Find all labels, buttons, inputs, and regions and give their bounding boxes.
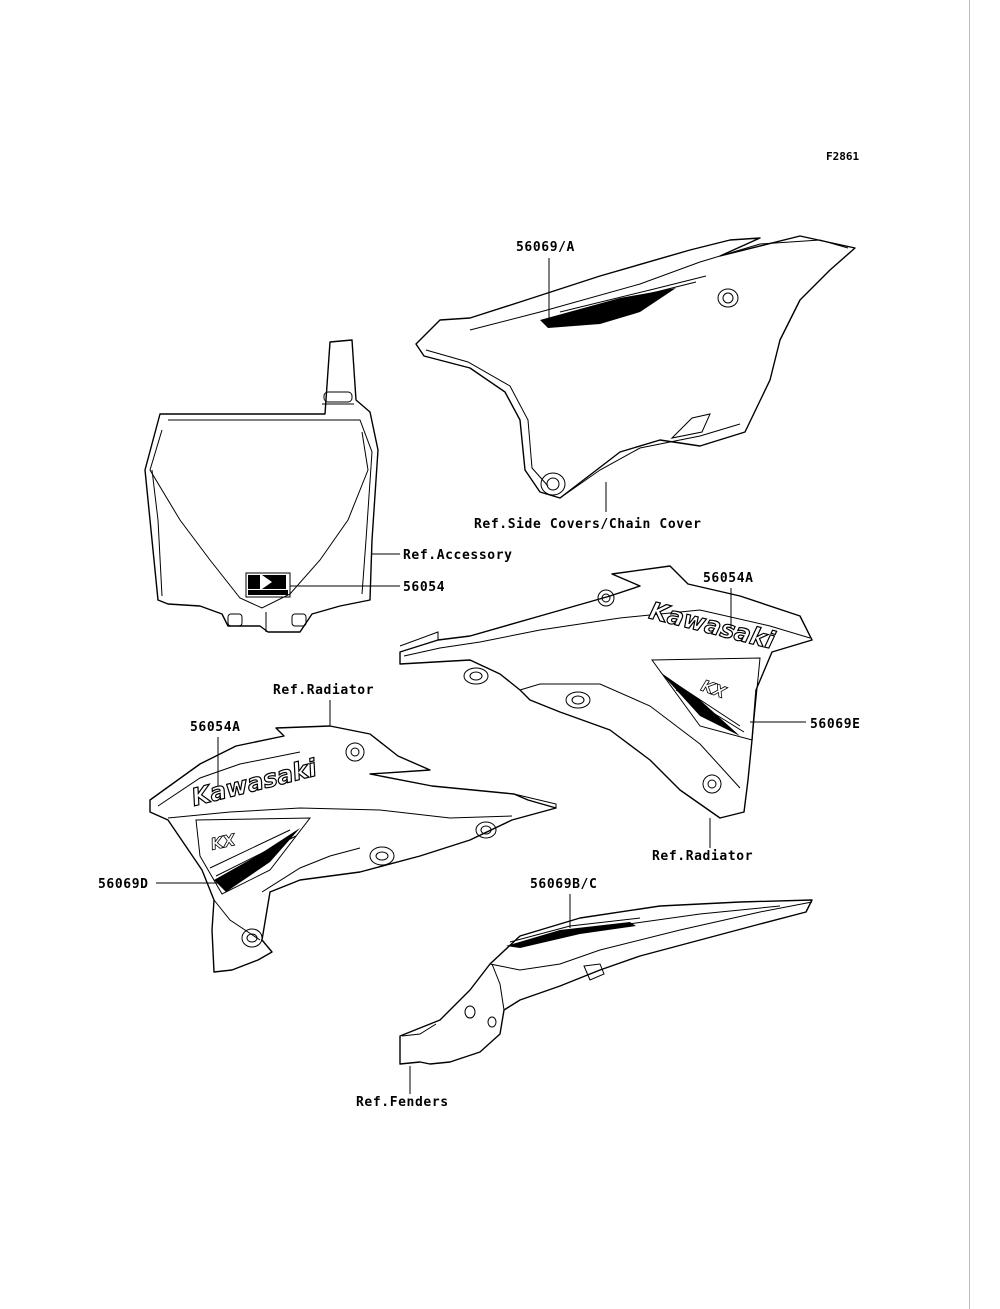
- number-plate-part: [144, 339, 379, 633]
- label-ref-accessory: Ref.Accessory: [403, 548, 513, 563]
- label-56054: 56054: [403, 580, 445, 595]
- right-radiator-shroud-part: Kawasaki KX: [399, 565, 813, 819]
- svg-text:KX: KX: [699, 676, 729, 703]
- svg-text:KX: KX: [209, 830, 238, 854]
- label-56069d: 56069D: [98, 877, 149, 892]
- side-cover-part: [415, 235, 856, 499]
- left-radiator-shroud-part: Kawasaki KX: [149, 725, 557, 973]
- label-ref-side-covers: Ref.Side Covers/Chain Cover: [474, 517, 702, 532]
- figure-id: F2861: [826, 150, 859, 163]
- label-56054a-left: 56054A: [190, 720, 241, 735]
- label-56069e: 56069E: [810, 717, 861, 732]
- label-ref-radiator-top: Ref.Radiator: [273, 683, 374, 698]
- brand-logo-left: Kawasaki: [189, 754, 321, 812]
- label-ref-radiator-bottom: Ref.Radiator: [652, 849, 753, 864]
- brand-logo-right: Kawasaki: [647, 597, 779, 655]
- rear-fender-part: [399, 899, 813, 1065]
- label-56054a-right: 56054A: [703, 571, 754, 586]
- label-56069-a: 56069/A: [516, 240, 575, 255]
- page-edge-line: [969, 0, 970, 1309]
- label-56069-bc: 56069B/C: [530, 877, 597, 892]
- label-ref-fenders: Ref.Fenders: [356, 1095, 449, 1110]
